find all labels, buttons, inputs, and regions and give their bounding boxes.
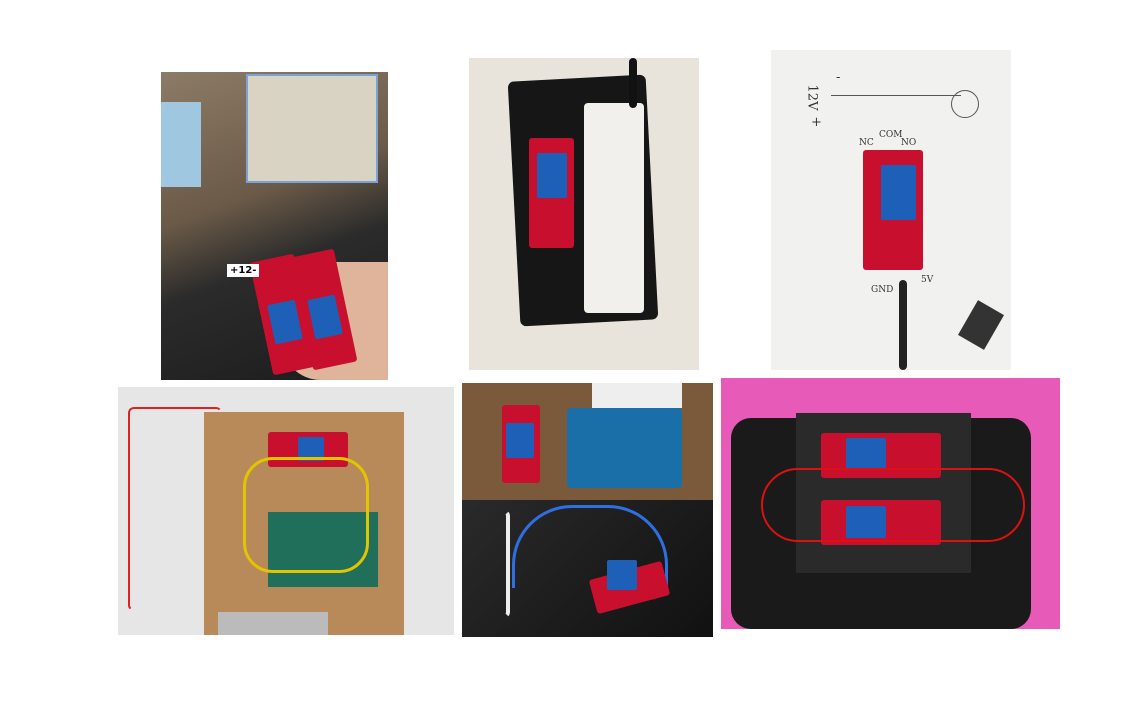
red-wire [128,407,222,611]
black-cable [899,280,907,370]
photo-arduino-with-relay [462,383,713,500]
white-cable [462,510,510,618]
yellow-wire [243,457,369,573]
photo-dual-relays-in-pink-case [721,378,1060,629]
relay-cube [537,153,567,198]
breadboard [592,383,682,408]
metal-bracket [218,612,328,635]
relay-cube [881,165,916,220]
usb-plug [958,300,1004,350]
handwriting: 5V [921,275,934,285]
handwriting: NC [859,138,874,148]
label-tag: +12- [227,264,260,277]
handwriting: GND [871,285,894,295]
handwriting: - [836,70,841,85]
drawn-line [831,95,961,96]
spacer-kit-box [246,74,378,183]
relay-cube [607,560,637,590]
arduino-uno [567,408,682,488]
red-wire [761,468,1025,542]
photo-relays-in-hand: +12- [161,72,388,380]
relay-cube [846,438,886,470]
photo-arduino-on-wood-board [118,387,454,635]
relay-cube [506,423,534,458]
relay-cube [846,506,886,538]
black-cable [629,58,637,108]
blue-box [161,102,201,187]
photo-relay-in-enclosure [469,58,699,370]
photo-wiring-sketch: 12V + - NO COM NC 5V GND [771,50,1011,370]
photo-relay-on-desk [462,500,713,637]
handwriting: 12V [804,84,820,111]
handwriting: + [811,115,822,130]
handwriting: NO [901,138,917,148]
drawn-bulb [951,90,979,118]
white-power-supply [584,103,644,313]
handwriting: COM [879,130,903,140]
